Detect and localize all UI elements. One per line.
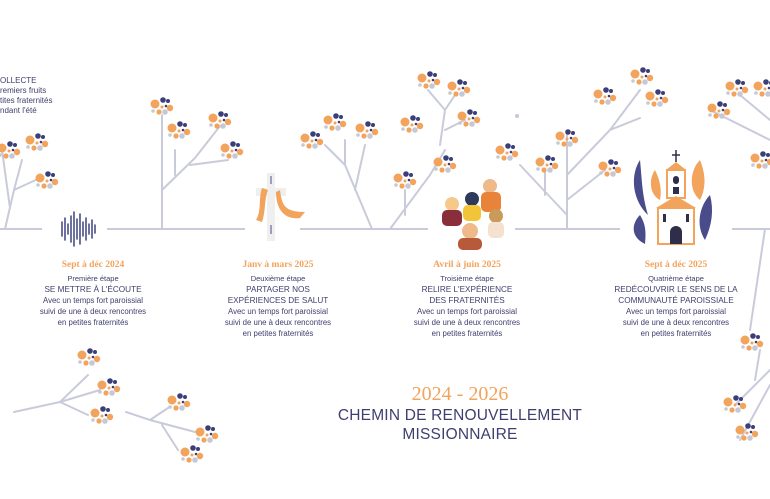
step-title: RELIRE L'EXPÉRIENCE [421,285,513,294]
church-icon [633,150,713,245]
hero-years: 2024 - 2026 [411,383,509,405]
sound-wave-icon [61,211,96,247]
step-title: PARTAGER NOS [246,285,310,294]
step-desc: Avec un temps fort paroissial [228,307,328,316]
step-1-caption: Sept à déc 2024 Première étape SE METTRE… [18,260,168,328]
step-date: Sept à déc 2025 [644,260,708,270]
cross-with-stole-icon [256,173,305,241]
hero-title-line-2: MISSIONNAIRE [402,426,518,443]
step-label: Quatrième étape [648,274,704,283]
step-desc: Avec un temps fort paroissial [417,307,517,316]
group-of-people-icon [442,179,504,250]
top-left-note: OLLECTE remiers fruits tites fraternités… [0,76,53,115]
step-3-caption: Avril à juin 2025 Troisième étape RELIRE… [392,260,542,339]
step-label: Première étape [67,274,119,283]
step-date: Janv à mars 2025 [242,260,314,270]
step-desc: Avec un temps fort paroissial [626,307,726,316]
step-desc: Avec un temps fort paroissial [43,296,143,305]
step-label: Troisième étape [440,274,494,283]
step-title: REDÉCOUVRIR LE SENS DE LA [614,285,738,294]
step-4-caption: Sept à déc 2025 Quatrième étape REDÉCOUV… [600,260,752,339]
step-title: SE METTRE À L'ÉCOUTE [44,285,142,294]
step-label: Deuxième étape [250,274,306,283]
hero-title-block: 2024 - 2026 CHEMIN DE RENOUVELLEMENT MIS… [300,382,620,444]
berry-clusters [0,67,770,463]
step-2-caption: Janv à mars 2025 Deuxième étape PARTAGER… [203,260,353,339]
step-date: Sept à déc 2024 [61,260,125,270]
step-date: Avril à juin 2025 [433,260,501,270]
hero-title-line-1: CHEMIN DE RENOUVELLEMENT [337,407,583,424]
